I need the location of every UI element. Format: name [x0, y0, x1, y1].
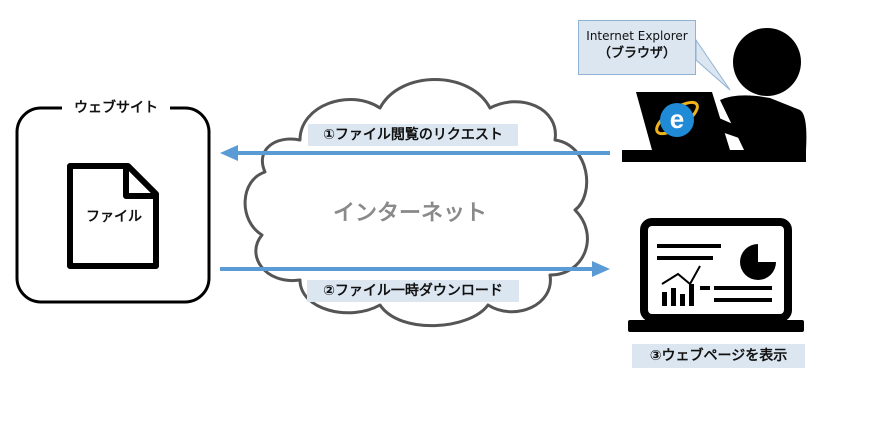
step-download-label: ②ファイル一時ダウンロード — [307, 280, 519, 302]
internet-label: インターネット — [332, 201, 487, 226]
browser-callout: Internet Explorer （ブラウザ） — [578, 20, 696, 75]
browser-callout-title: Internet Explorer — [586, 29, 688, 43]
step-request-label: ①ファイル閲覧のリクエスト — [308, 124, 518, 146]
user-at-laptop-icon — [622, 28, 807, 162]
document-file-icon — [67, 163, 159, 269]
request-arrow — [220, 145, 610, 161]
file-label: ファイル — [86, 209, 142, 225]
website-title: ウェブサイト — [62, 98, 170, 118]
svg-text:e: e — [670, 104, 684, 134]
download-arrow — [220, 261, 610, 277]
browser-callout-subtitle: （ブラウザ） — [597, 46, 676, 61]
internet-explorer-icon: e — [655, 100, 699, 137]
step-display-label: ③ウェブページを表示 — [632, 344, 805, 368]
callout-pointer — [695, 38, 731, 91]
laptop-dashboard-icon — [628, 218, 804, 332]
